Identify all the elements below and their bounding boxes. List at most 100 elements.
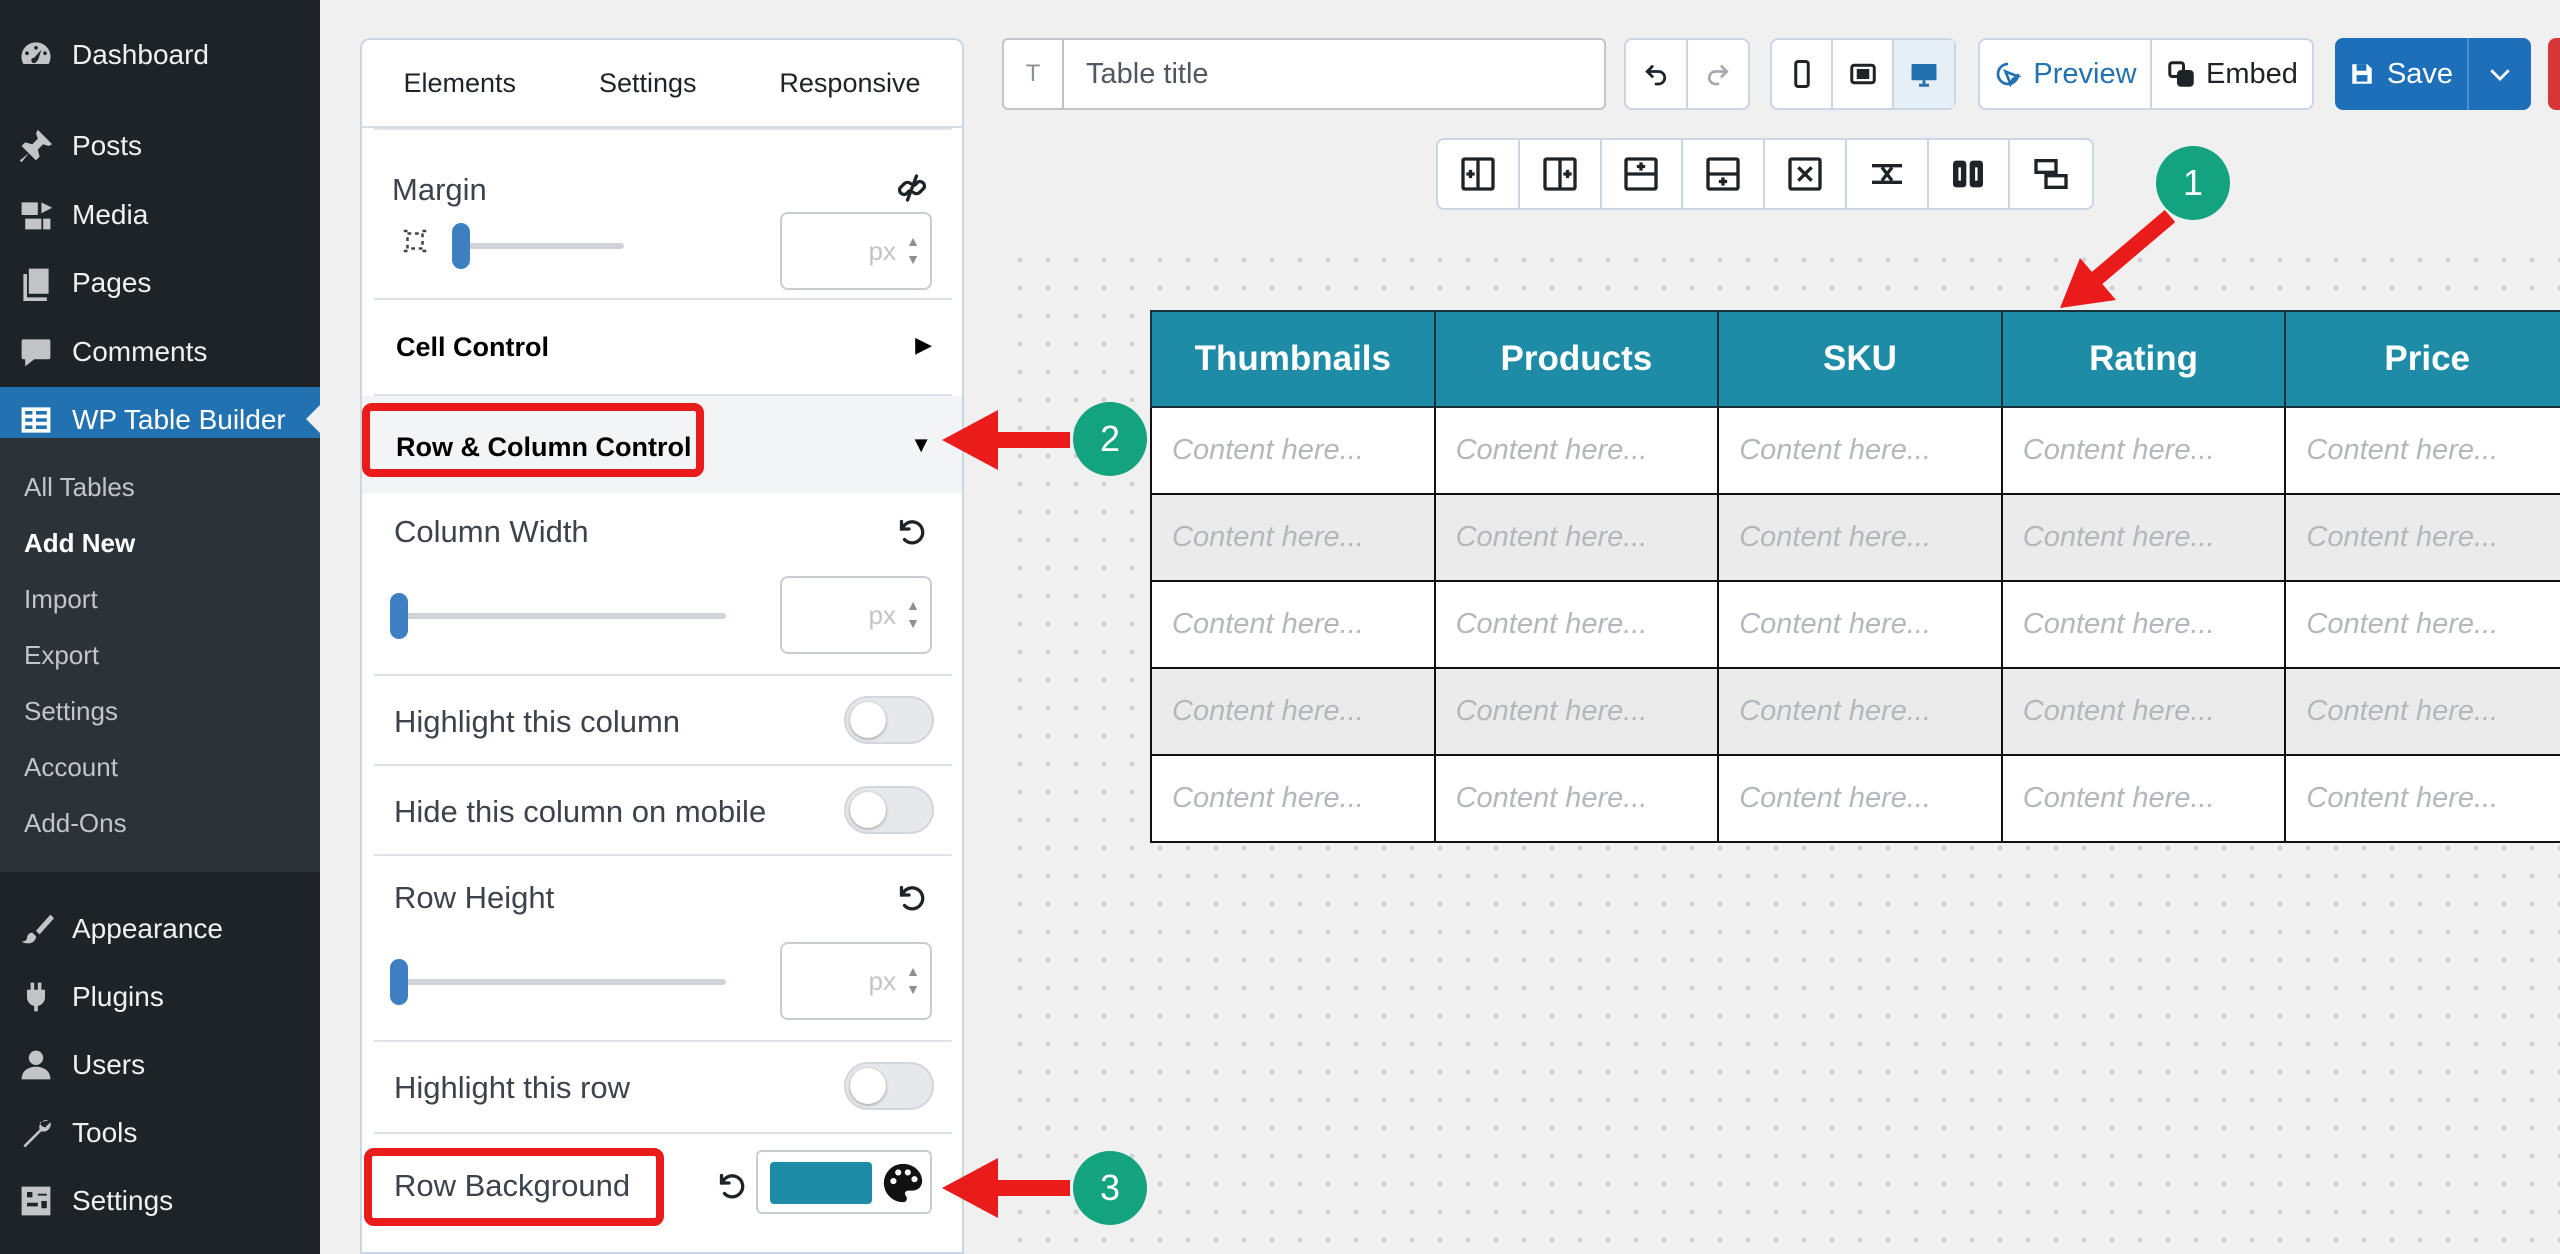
undo-button[interactable] [1626, 40, 1688, 108]
header-cell[interactable]: Rating [2000, 310, 2287, 408]
save-button[interactable]: Save [2335, 38, 2531, 110]
reset-icon[interactable] [894, 880, 930, 916]
submenu-account[interactable]: Account [24, 752, 118, 782]
desktop-view-button[interactable] [1894, 40, 1954, 108]
tab-settings[interactable]: Settings [598, 67, 697, 98]
cell-control-accordion[interactable]: Cell Control ▶ [362, 300, 962, 396]
table-cell[interactable]: Content here... [1717, 667, 2003, 756]
table-cell[interactable]: Content here... [1433, 493, 1720, 582]
settings-icon [0, 1183, 72, 1219]
header-cell[interactable]: Price [2284, 310, 2560, 408]
tab-elements[interactable]: Elements [403, 67, 517, 98]
row-column-control-accordion[interactable]: Row & Column Control ▼ [362, 396, 962, 494]
table-cell[interactable]: Content here... [2000, 580, 2287, 669]
sidebar-item-dashboard[interactable]: Dashboard [0, 22, 320, 88]
table-cell[interactable]: Content here... [1150, 580, 1436, 669]
tab-responsive[interactable]: Responsive [779, 67, 921, 98]
link-icon[interactable] [894, 170, 930, 206]
table-cell[interactable]: Content here... [1433, 754, 1720, 843]
table-cell[interactable]: Content here... [2284, 667, 2560, 756]
sidebar-item-comments[interactable]: Comments [0, 319, 320, 385]
preview-button[interactable]: Preview [1980, 40, 2152, 108]
toggle-knob [850, 1068, 886, 1104]
submenu-all-tables[interactable]: All Tables [24, 472, 135, 502]
spinner-arrows[interactable]: ▲▼ [906, 233, 920, 267]
sidebar-item-posts[interactable]: Posts [0, 113, 320, 179]
insert-row-above-button[interactable] [1602, 140, 1684, 208]
spinner-arrows[interactable]: ▲▼ [906, 963, 920, 997]
submenu-add-new[interactable]: Add New [24, 528, 136, 558]
submenu-export[interactable]: Export [24, 640, 100, 670]
sidebar-item-plugins[interactable]: Plugins [0, 964, 320, 1030]
reset-icon[interactable] [714, 1168, 750, 1204]
row-background-color-picker[interactable] [756, 1150, 932, 1214]
embed-button[interactable]: Embed [2152, 40, 2312, 108]
column-width-slider-thumb[interactable] [390, 593, 408, 639]
table-cell[interactable]: Content here... [1150, 406, 1436, 495]
table-cell[interactable]: Content here... [1433, 667, 1720, 756]
row-column-control-title: Row & Column Control [396, 432, 692, 462]
row-height-slider-thumb[interactable] [390, 959, 408, 1005]
insert-column-left-button[interactable] [1438, 140, 1520, 208]
table-cell[interactable]: Content here... [2000, 667, 2287, 756]
table-cell[interactable]: Content here... [2284, 406, 2560, 495]
table-cell[interactable]: Content here... [2000, 406, 2287, 495]
sidebar-item-users[interactable]: Users [0, 1032, 320, 1098]
header-cell[interactable]: Products [1433, 310, 1720, 408]
table-cell[interactable]: Content here... [2000, 754, 2287, 843]
table-cell[interactable]: Content here... [1150, 667, 1436, 756]
sidebar-item-label: Comments [72, 336, 208, 367]
sidebar-item-settings[interactable]: Settings [0, 1168, 320, 1234]
mobile-view-button[interactable] [1772, 40, 1833, 108]
save-main-action[interactable]: Save [2335, 38, 2469, 110]
submenu-settings[interactable]: Settings [24, 696, 118, 726]
highlight-column-toggle[interactable] [844, 696, 934, 744]
hide-column-mobile-toggle[interactable] [844, 786, 934, 834]
margin-slider-track[interactable] [454, 243, 624, 249]
palette-icon[interactable] [880, 1160, 926, 1206]
tablet-view-button[interactable] [1833, 40, 1894, 108]
delete-column-button[interactable] [1765, 140, 1847, 208]
column-width-slider-track[interactable] [392, 613, 726, 619]
table-cell[interactable]: Content here... [2284, 580, 2560, 669]
merge-cells-button[interactable] [1929, 140, 2011, 208]
sidebar-item-tools[interactable]: Tools [0, 1100, 320, 1166]
sidebar-item-appearance[interactable]: Appearance [0, 896, 320, 962]
sidebar-item-media[interactable]: Media [0, 182, 320, 248]
save-options-dropdown[interactable] [2469, 38, 2531, 110]
split-cells-button[interactable] [2010, 140, 2092, 208]
table-cell[interactable]: Content here... [1717, 406, 2003, 495]
header-cell[interactable]: Thumbnails [1150, 310, 1436, 408]
table-title-input[interactable] [1066, 40, 1602, 108]
spinner-arrows[interactable]: ▲▼ [906, 597, 920, 631]
reset-icon[interactable] [894, 514, 930, 550]
table-cell[interactable]: Content here... [1150, 493, 1436, 582]
table-cell[interactable]: Content here... [1433, 580, 1720, 669]
color-swatch[interactable] [770, 1162, 872, 1204]
partial-red-button[interactable] [2548, 38, 2560, 110]
table-cell[interactable]: Content here... [1717, 580, 2003, 669]
table-cell[interactable]: Content here... [1433, 406, 1720, 495]
insert-row-below-button[interactable] [1683, 140, 1765, 208]
table-cell[interactable]: Content here... [1717, 754, 2003, 843]
submenu-add-ons[interactable]: Add-Ons [24, 808, 127, 838]
margin-slider-thumb[interactable] [452, 223, 470, 269]
table-cell[interactable]: Content here... [2284, 493, 2560, 582]
sidebar-item-pages[interactable]: Pages [0, 250, 320, 316]
insert-column-right-button[interactable] [1520, 140, 1602, 208]
table-cell[interactable]: Content here... [2284, 754, 2560, 843]
header-cell[interactable]: SKU [1717, 310, 2003, 408]
table-row: Content here...Content here...Content he… [1150, 667, 2560, 756]
delete-row-button[interactable] [1847, 140, 1929, 208]
margin-input[interactable]: px ▲▼ [780, 212, 932, 290]
highlight-row-toggle[interactable] [844, 1062, 934, 1110]
row-background-highlight [364, 1148, 664, 1226]
table-cell[interactable]: Content here... [2000, 493, 2287, 582]
table-cell[interactable]: Content here... [1150, 754, 1436, 843]
row-height-slider-track[interactable] [392, 979, 726, 985]
submenu-import[interactable]: Import [24, 584, 98, 614]
row-height-input[interactable]: px ▲▼ [780, 942, 932, 1020]
column-width-input[interactable]: px ▲▼ [780, 576, 932, 654]
table-cell[interactable]: Content here... [1717, 493, 2003, 582]
redo-button[interactable] [1688, 40, 1748, 108]
